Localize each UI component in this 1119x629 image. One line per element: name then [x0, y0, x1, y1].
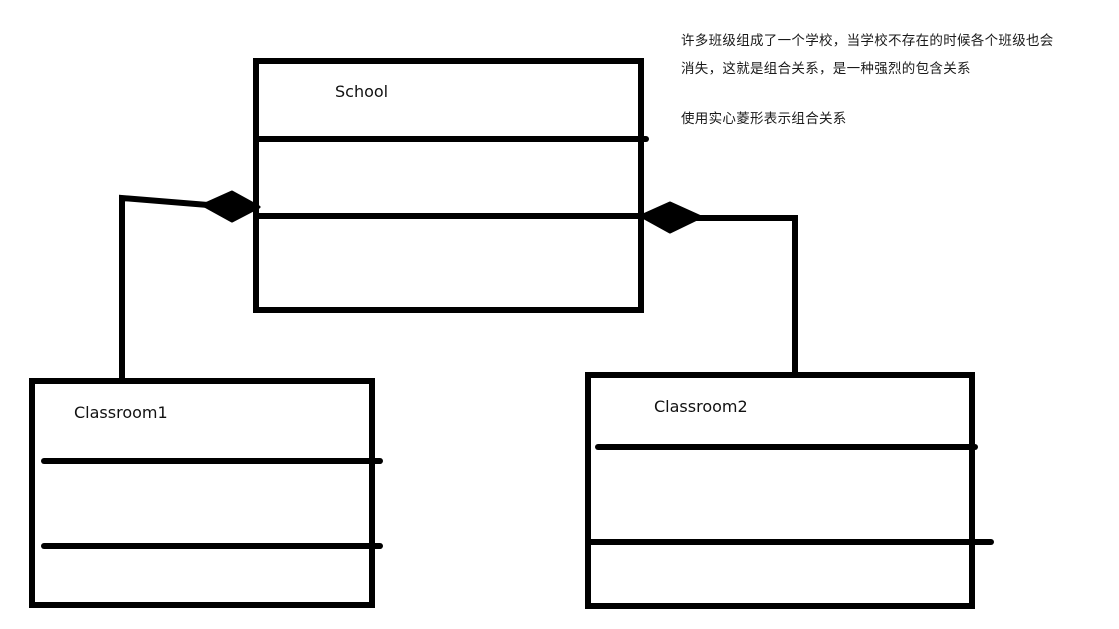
- school-box-outline: [253, 58, 644, 313]
- classroom1-box-outline: [29, 378, 375, 608]
- composition-connector-classroom1[interactable]: [119, 190, 261, 383]
- class-name-classroom1: Classroom1: [74, 403, 168, 422]
- classroom2-box-outline: [585, 372, 975, 609]
- class-name-school: School: [335, 82, 389, 101]
- filled-diamond-icon-classroom2: [639, 201, 703, 234]
- composition-connector-classroom2[interactable]: [639, 201, 798, 378]
- filled-diamond-icon-classroom1: [201, 190, 261, 223]
- class-box-classroom1[interactable]: [29, 378, 383, 608]
- annotation-line-1: 许多班级组成了一个学校，当学校不存在的时候各个班级也会: [681, 33, 1054, 49]
- class-box-school[interactable]: [253, 58, 651, 313]
- class-name-classroom2: Classroom2: [654, 397, 748, 416]
- annotation-line-2: 消失，这就是组合关系，是一种强烈的包含关系: [681, 61, 971, 77]
- connector-line-classroom1: [119, 194, 209, 383]
- annotation-line-3: 使用实心菱形表示组合关系: [681, 111, 847, 127]
- class-box-classroom2[interactable]: [585, 372, 994, 609]
- connector-line-classroom2: [696, 215, 798, 378]
